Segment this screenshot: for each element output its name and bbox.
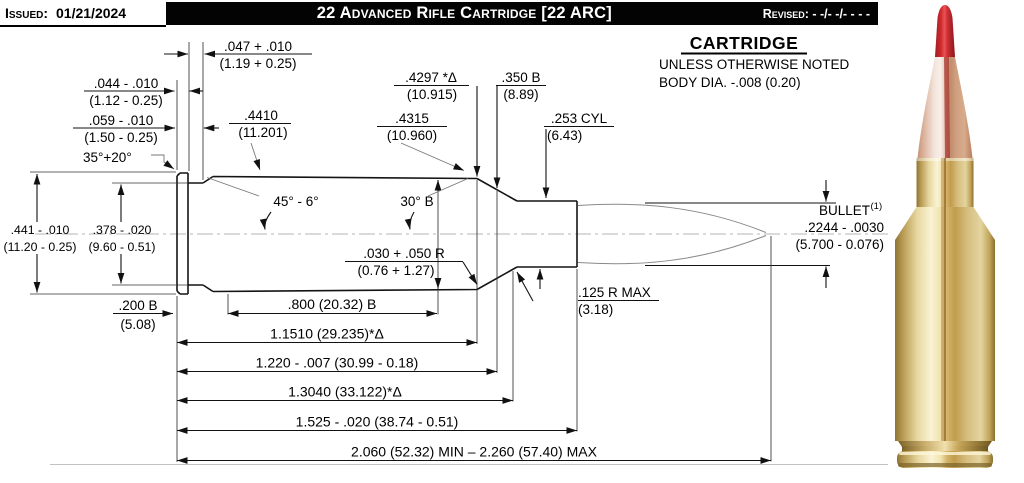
dim-mouth-radius-mm: (0.76 + 1.27) xyxy=(358,263,435,278)
leader-lines xyxy=(151,142,534,302)
dim-rim-dia-in: .441 - .010 xyxy=(11,223,70,237)
revised-block: Revised: - -/- -/- - - - xyxy=(763,7,878,21)
bullet-callout-footnote: (1) xyxy=(871,201,883,212)
note-line2: BODY DIA. -.008 (0.20) xyxy=(659,75,801,90)
bullet-diameter-lines xyxy=(645,180,836,288)
photo-case-seam-dark xyxy=(944,158,946,452)
dim-059-mm: (1.50 - 0.25) xyxy=(84,130,158,145)
bullet-callout-name: BULLET xyxy=(819,203,870,218)
dim-059-in: .059 - .010 xyxy=(89,113,154,128)
dim-base-dia-mm: (11.201) xyxy=(238,125,287,140)
dim-len-neck-start: 1.3040 (33.122)*Δ xyxy=(288,384,402,400)
issued-label: Issued: xyxy=(5,5,49,21)
dim-rim-thickness-mm: (1.19 + 0.25) xyxy=(220,56,297,71)
photo-rim-shadow xyxy=(898,463,992,467)
length-dimensions xyxy=(113,310,771,464)
dim-shoulder-dia-in: .4297 *Δ xyxy=(405,70,457,85)
dim-neck-dia-mm: (6.43) xyxy=(547,128,582,143)
issued-block: Issued: 01/21/2024 xyxy=(5,5,126,21)
photo-rim-highlight xyxy=(899,452,991,455)
dim-neck-radius-mm: (3.18) xyxy=(578,302,613,317)
title-bar: 22 Advanced Rifle Cartridge [22 ARC] Rev… xyxy=(166,2,878,25)
photo-bullet-reflection xyxy=(944,57,950,158)
dim-rim-dia-mm: (11.20 - 0.25) xyxy=(4,240,77,254)
dim-mouth-radius-in: .030 + .050 R xyxy=(363,246,445,261)
photo-polymer-tip xyxy=(935,5,955,57)
dim-base-angle: 45° - 6° xyxy=(273,194,318,209)
sheet-title: 22 Advanced Rifle Cartridge [22 ARC] xyxy=(316,4,612,22)
dim-groove-dia-mm: (9.60 - 0.51) xyxy=(89,240,156,254)
dim-len-shoulder: 1.1510 (29.235)*Δ xyxy=(270,326,384,342)
dim-len-overall: 2.060 (52.32) MIN – 2.260 (57.40) MAX xyxy=(351,444,598,460)
diameter-dimensions xyxy=(33,85,550,293)
dim-neck-dia-in: .253 CYL xyxy=(551,111,608,126)
dim-base-dia-in: .4410 xyxy=(244,108,278,123)
label-underlines xyxy=(229,85,659,301)
dim-datum-dia-mm: (8.89) xyxy=(503,87,538,102)
dim-groove-len-mm: (5.08) xyxy=(120,317,155,332)
issued-date: 01/21/2024 xyxy=(56,5,127,21)
dim-groove-len-in: .200 B xyxy=(118,298,157,313)
revised-label: Revised: xyxy=(762,6,809,21)
dim-044-in: .044 - .010 xyxy=(94,76,159,91)
dim-shoulder-angle: 30° B xyxy=(400,194,433,209)
dim-shoulder-dia-mm: (10.915) xyxy=(407,87,457,102)
dim-groove-dia-in: .378 - .020 xyxy=(93,223,152,237)
dim-rim-thickness-in: .047 + .010 xyxy=(224,39,292,54)
dim-datum-dia-in: .350 B xyxy=(501,70,540,85)
bullet-callout-dia-in: .2244 - .0030 xyxy=(804,220,884,235)
dim-044-mm: (1.12 - 0.25) xyxy=(89,93,163,108)
extension-lines xyxy=(30,42,772,462)
cartridge-photo xyxy=(895,5,995,468)
dim-head-bevel-angle: 35°+20° xyxy=(83,150,132,165)
note-line1: UNLESS OTHERWISE NOTED xyxy=(659,57,850,72)
dim-neck-radius-in: .125 R MAX xyxy=(578,285,651,300)
bullet-ogive xyxy=(577,203,767,265)
dim-len-case: 1.525 - .020 (38.74 - 0.51) xyxy=(296,414,459,430)
dim-len-body: .800 (20.32) B xyxy=(288,296,377,312)
dim-body-dia-mm: (10.960) xyxy=(387,128,437,143)
revised-value: - -/- -/- - - - xyxy=(812,6,870,21)
dim-len-datum: 1.220 - .007 (30.99 - 0.18) xyxy=(256,355,419,371)
header-rule xyxy=(0,25,166,27)
bullet-callout-dia-mm: (5.700 - 0.076) xyxy=(795,237,884,252)
photo-case-seam xyxy=(941,158,946,452)
photo-extractor-bevel xyxy=(898,441,992,447)
dim-body-dia-in: .4315 xyxy=(395,111,429,126)
rim-dimensions xyxy=(73,50,312,132)
note-heading: CARTRIDGE xyxy=(690,33,799,53)
photo-extractor-groove xyxy=(902,446,988,453)
